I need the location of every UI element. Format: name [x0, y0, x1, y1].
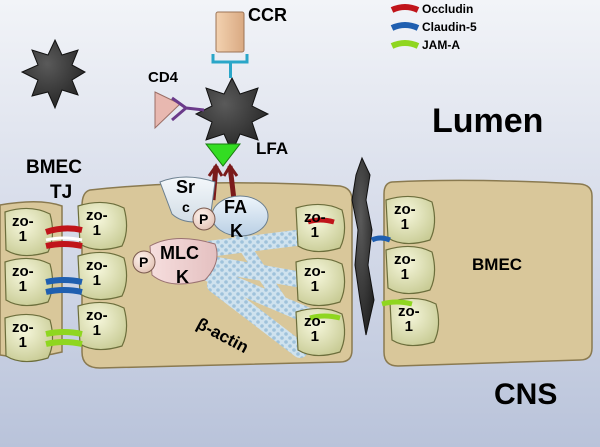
label-fak-line1: FA [224, 197, 248, 217]
zo1-label: zo-1 [398, 303, 420, 335]
label-src-line1: Sr [176, 177, 196, 197]
label-bmec: BMEC [472, 255, 523, 274]
zo1-label: zo-1 [12, 263, 34, 295]
zo1-label: zo-1 [86, 207, 108, 239]
lfa-triangle [204, 143, 242, 167]
label-bmec-tj-line1: BMEC [26, 157, 82, 178]
legend-swatch-jama [390, 40, 420, 49]
lymphocyte-left [20, 38, 87, 110]
zo1-label: zo-1 [12, 319, 34, 351]
label-cd4: CD4 [148, 69, 179, 86]
legend-swatch-occludin [390, 4, 420, 13]
zo1-proteins [4, 195, 440, 363]
cd4-linker [171, 96, 205, 122]
label-ccr: CCR [248, 5, 287, 25]
label-mlck-line2: K [176, 267, 189, 287]
zo1-label: zo-1 [394, 251, 416, 283]
zo1-label: zo-1 [304, 209, 326, 241]
legend-swatches [390, 4, 420, 49]
label-lumen: Lumen [432, 102, 544, 140]
zo1-label: zo-1 [394, 201, 416, 233]
label-src-line2: c [182, 199, 190, 215]
ccr-receptor [215, 11, 245, 53]
mlck-kinase [149, 237, 218, 285]
legend-claudin5: Claudin-5 [422, 20, 477, 34]
zo1-label: zo-1 [86, 307, 108, 339]
label-p2: P [139, 254, 149, 270]
icam-arrows [207, 163, 239, 177]
label-mlck-line1: MLC [160, 243, 199, 263]
phospho-circle-1 [192, 207, 216, 231]
jama-strands [45, 299, 413, 347]
zo1-label: zo-1 [304, 263, 326, 295]
label-p1: P [199, 211, 209, 227]
claudin5-strands [45, 235, 391, 295]
legend-jama: JAM-A [422, 38, 460, 52]
label-fak-line2: K [230, 221, 243, 241]
legend-occludin: Occludin [422, 2, 474, 16]
legend-swatch-claudin5 [390, 22, 420, 31]
occludin-strands [45, 217, 335, 249]
label-cns: CNS [494, 378, 558, 411]
zo1-label: zo-1 [304, 313, 326, 345]
ccr-stem [229, 62, 232, 78]
zo1-label: zo-1 [86, 257, 108, 289]
label-lfa: LFA [256, 139, 289, 158]
phospho-circle-2 [132, 250, 156, 274]
transmigrating-lymphocyte [351, 156, 375, 336]
label-bmec-tj-line2: TJ [50, 182, 73, 203]
zo1-label: zo-1 [12, 213, 34, 245]
